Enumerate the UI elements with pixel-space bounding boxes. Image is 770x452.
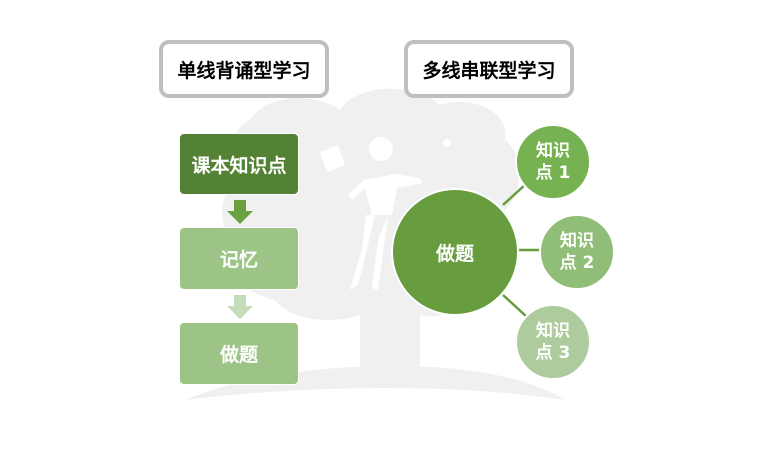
multi-line-learning-title-text: 多线串联型学习	[422, 59, 556, 82]
step-memorize: 记忆	[179, 227, 299, 290]
knowledge-point-3-line2: 点 3	[535, 343, 571, 363]
knowledge-point-3-line1: 知识	[536, 321, 570, 341]
knowledge-point-1-node: 知识 点 1	[515, 124, 591, 200]
single-line-learning-title-text: 单线背诵型学习	[177, 59, 311, 82]
step-do-exercises-label: 做题	[219, 344, 258, 366]
knowledge-point-1-line1: 知识	[536, 141, 570, 161]
knowledge-point-1-line2: 点 1	[535, 163, 571, 183]
step-textbook-knowledge-label: 课本知识点	[191, 154, 287, 177]
knowledge-point-2-line2: 点 2	[559, 253, 595, 273]
arrow-down-icon	[227, 200, 253, 224]
center-node-label: 做题	[435, 242, 474, 265]
multi-line-learning-title: 多线串联型学习	[404, 40, 574, 98]
knowledge-point-2-line1: 知识	[560, 231, 594, 251]
step-do-exercises: 做题	[179, 322, 299, 385]
step-textbook-knowledge: 课本知识点	[179, 133, 299, 195]
single-line-learning-title: 单线背诵型学习	[159, 40, 329, 98]
center-node-do-exercises: 做题	[391, 188, 519, 316]
arrow-down-light-icon	[227, 295, 253, 319]
step-memorize-label: 记忆	[219, 249, 258, 271]
knowledge-point-2-node: 知识 点 2	[539, 214, 615, 290]
knowledge-point-3-node: 知识 点 3	[515, 304, 591, 380]
